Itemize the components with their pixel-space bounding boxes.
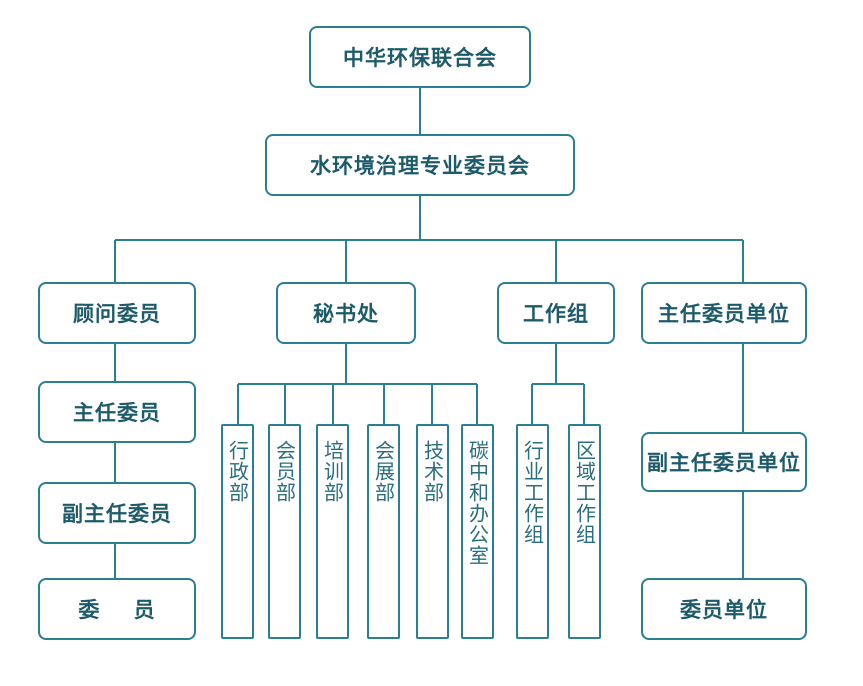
chair-member-node: 主任委员 [38, 381, 196, 443]
committee-node: 水环境治理专业委员会 [265, 134, 575, 196]
dept-exhibition-node: 会展部 [367, 424, 400, 639]
dept-admin-node: 行政部 [221, 424, 254, 639]
industry-group-label: 行业工作组 [520, 440, 545, 545]
member-units-node: 主任委员单位 [641, 282, 807, 344]
dept-membership-node: 会员部 [268, 424, 301, 639]
working-group-label: 工作组 [523, 302, 589, 326]
vice-chair-units-label: 副主任委员单位 [647, 451, 801, 475]
root-node: 中华环保联合会 [309, 26, 531, 88]
chair-member-label: 主任委员 [73, 401, 161, 425]
committee-label: 水环境治理专业委员会 [310, 154, 530, 178]
member-units-label: 主任委员单位 [658, 302, 790, 326]
dept-technology-node: 技术部 [416, 424, 449, 639]
regional-group-node: 区域工作组 [568, 424, 601, 639]
dept-training-node: 培训部 [316, 424, 349, 639]
regional-group-label: 区域工作组 [572, 440, 597, 545]
vice-chair-member-node: 副主任委员 [38, 482, 196, 544]
member-units-leaf-label: 委员单位 [680, 598, 768, 622]
root-label: 中华环保联合会 [343, 46, 497, 70]
vice-chair-member-label: 副主任委员 [62, 502, 172, 526]
advisors-node: 顾问委员 [38, 282, 196, 344]
member-node: 委 员 [38, 578, 196, 640]
dept-membership-label: 会员部 [272, 440, 297, 503]
dept-exhibition-label: 会展部 [371, 440, 396, 503]
dept-technology-label: 技术部 [420, 440, 445, 503]
dept-carbon-neutral-node: 碳中和办公室 [461, 424, 494, 639]
dept-admin-label: 行政部 [225, 440, 250, 503]
member-label: 委 员 [78, 598, 156, 622]
vice-chair-units-node: 副主任委员单位 [641, 432, 807, 492]
industry-group-node: 行业工作组 [516, 424, 549, 639]
secretariat-label: 秘书处 [313, 302, 379, 326]
working-group-node: 工作组 [497, 282, 615, 344]
secretariat-node: 秘书处 [276, 282, 416, 344]
advisors-label: 顾问委员 [73, 302, 161, 326]
member-units-leaf-node: 委员单位 [641, 578, 807, 640]
dept-training-label: 培训部 [320, 440, 345, 503]
dept-carbon-neutral-label: 碳中和办公室 [465, 440, 490, 566]
